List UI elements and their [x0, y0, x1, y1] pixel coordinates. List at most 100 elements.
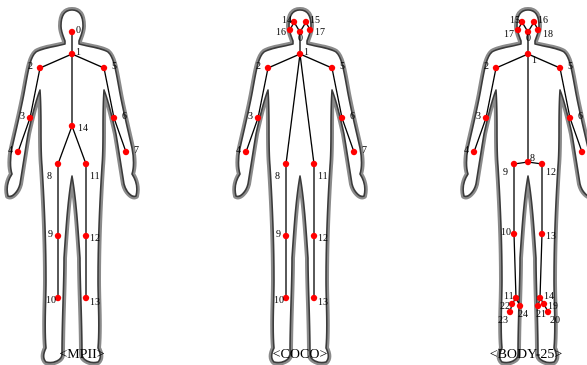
keypoint-5: [101, 65, 107, 71]
keypoint-label-1: 1: [76, 47, 81, 58]
keypoint-label-9: 9: [48, 229, 53, 240]
keypoint-label-6: 6: [122, 111, 127, 122]
keypoint-label-9: 9: [503, 167, 508, 178]
keypoint-label-16: 16: [276, 27, 286, 38]
keypoint-label-4: 4: [236, 145, 241, 156]
keypoint-11: [83, 161, 89, 167]
keypoint-label-14: 14: [282, 15, 292, 26]
keypoint-4: [15, 149, 21, 155]
keypoint-18: [535, 27, 541, 33]
keypoint-13: [539, 231, 545, 237]
keypoint-3: [483, 115, 489, 121]
keypoint-5: [329, 65, 335, 71]
keypoint-15: [303, 19, 309, 25]
keypoint-9: [55, 233, 61, 239]
keypoint-label-5: 5: [112, 61, 117, 72]
keypoint-label-0: 0: [526, 33, 531, 44]
keypoint-label-12: 12: [318, 233, 328, 244]
keypoint-8: [55, 161, 61, 167]
keypoint-11: [311, 161, 317, 167]
keypoint-label-1: 1: [532, 55, 537, 66]
keypoint-12: [311, 233, 317, 239]
keypoint-label-3: 3: [248, 111, 253, 122]
keypoint-label-13: 13: [318, 297, 328, 308]
figure-0: 01234567891011121314<MPII>: [7, 10, 139, 363]
keypoint-label-8: 8: [530, 153, 535, 164]
keypoint-label-4: 4: [464, 145, 469, 156]
keypoint-label-5: 5: [340, 61, 345, 72]
keypoint-12: [539, 161, 545, 167]
keypoint-10: [511, 231, 517, 237]
keypoint-5: [557, 65, 563, 71]
keypoint-11: [513, 295, 519, 301]
keypoint-label-6: 6: [578, 111, 583, 122]
keypoint-label-23: 23: [498, 315, 508, 326]
keypoint-6: [567, 115, 573, 121]
keypoint-label-6: 6: [350, 111, 355, 122]
keypoint-9: [511, 161, 517, 167]
keypoint-label-13: 13: [546, 231, 556, 242]
keypoint-6: [111, 115, 117, 121]
keypoint-7: [579, 149, 585, 155]
figure-caption: <BODY-25>: [490, 347, 563, 362]
keypoint-label-15: 15: [510, 15, 520, 26]
keypoint-label-11: 11: [318, 171, 328, 182]
keypoint-7: [351, 149, 357, 155]
keypoint-6: [339, 115, 345, 121]
keypoint-label-7: 7: [362, 145, 367, 156]
keypoint-13: [311, 295, 317, 301]
keypoint-17: [515, 27, 521, 33]
keypoint-label-1: 1: [304, 47, 309, 58]
keypoint-label-17: 17: [504, 29, 514, 40]
keypoint-label-0: 0: [76, 25, 81, 36]
keypoint-14: [537, 295, 543, 301]
keypoint-label-2: 2: [28, 61, 33, 72]
keypoint-16: [287, 27, 293, 33]
keypoint-4: [471, 149, 477, 155]
keypoint-label-4: 4: [8, 145, 13, 156]
keypoint-label-10: 10: [274, 295, 284, 306]
keypoint-3: [27, 115, 33, 121]
keypoint-label-16: 16: [538, 15, 548, 26]
keypoint-label-2: 2: [484, 61, 489, 72]
keypoint-label-11: 11: [90, 171, 100, 182]
keypoint-label-8: 8: [47, 171, 52, 182]
keypoint-label-18: 18: [543, 29, 553, 40]
keypoint-2: [265, 65, 271, 71]
keypoint-label-14: 14: [78, 123, 88, 134]
keypoint-label-8: 8: [275, 171, 280, 182]
keypoint-3: [255, 115, 261, 121]
keypoint-label-20: 20: [550, 315, 560, 326]
keypoint-17: [307, 27, 313, 33]
keypoint-label-5: 5: [568, 61, 573, 72]
keypoint-12: [83, 233, 89, 239]
keypoint-9: [283, 233, 289, 239]
keypoint-label-2: 2: [256, 61, 261, 72]
keypoint-label-0: 0: [298, 33, 303, 44]
figure-caption: <COCO>: [273, 347, 328, 362]
figure-2: 0123456789101112131415161718192021222324…: [463, 10, 587, 363]
keypoint-2: [37, 65, 43, 71]
keypoint-label-9: 9: [276, 229, 281, 240]
keypoint-19: [541, 301, 547, 307]
keypoint-2: [493, 65, 499, 71]
keypoint-4: [243, 149, 249, 155]
keypoint-13: [83, 295, 89, 301]
keypoint-label-12: 12: [546, 167, 556, 178]
keypoint-label-24: 24: [518, 309, 528, 320]
keypoint-label-12: 12: [90, 233, 100, 244]
keypoint-8: [283, 161, 289, 167]
keypoint-1: [297, 51, 303, 57]
keypoint-label-10: 10: [501, 227, 511, 238]
keypoint-1: [69, 51, 75, 57]
keypoint-label-3: 3: [476, 111, 481, 122]
keypoint-label-10: 10: [46, 295, 56, 306]
keypoint-label-13: 13: [90, 297, 100, 308]
keypoint-7: [123, 149, 129, 155]
keypoint-label-7: 7: [134, 145, 139, 156]
keypoint-0: [69, 29, 75, 35]
keypoint-label-21: 21: [536, 309, 546, 320]
keypoint-label-3: 3: [20, 111, 25, 122]
keypoint-16: [531, 19, 537, 25]
keypoint-1: [525, 51, 531, 57]
